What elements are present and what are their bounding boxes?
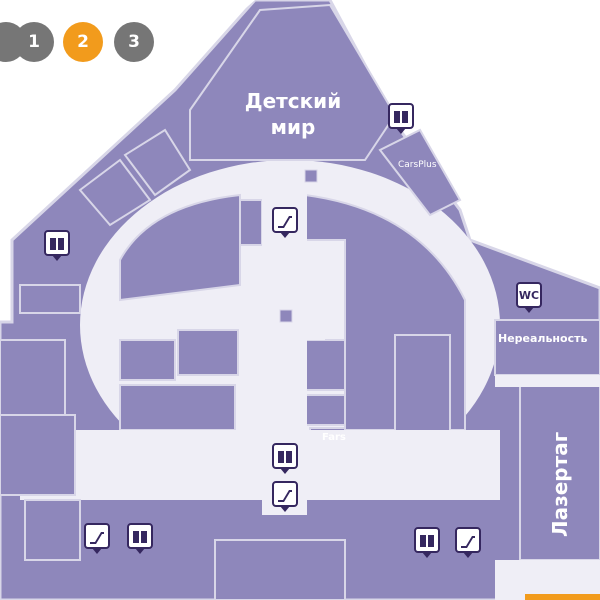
atrium-void [304, 169, 318, 183]
floor-3-button[interactable]: 3 [114, 22, 154, 62]
escalator-icon[interactable] [84, 523, 110, 554]
store-label-carsplus[interactable]: CarsPlus [398, 160, 437, 170]
east-wing-nerealnost [494, 319, 600, 376]
elevator-icon[interactable] [414, 527, 440, 558]
store-label-lazertag[interactable]: Лазертаг [548, 431, 572, 537]
escalator-icon[interactable] [272, 481, 298, 512]
south-corridor [20, 430, 500, 500]
store-label-line: Детский [244, 89, 342, 113]
store-label-fars[interactable]: Fars [322, 432, 346, 443]
atrium-void [279, 309, 293, 323]
store-label-line: мир [270, 115, 316, 139]
escalator-icon[interactable] [455, 527, 481, 558]
store-label-nerealnost[interactable]: Нереальность [498, 332, 588, 345]
east-wing-lazertag [519, 384, 600, 561]
floor-2-button[interactable]: 2 [63, 22, 103, 62]
northwest-shops [78, 128, 192, 227]
detsky-mir-block [189, 3, 397, 161]
west-wing [0, 339, 66, 416]
wc-icon[interactable]: WC [516, 282, 542, 313]
store-label-detsky-mir[interactable]: Детский мир [228, 88, 358, 140]
elevator-icon[interactable] [44, 230, 70, 261]
elevator-icon[interactable] [127, 523, 153, 554]
carsplus-block [378, 128, 462, 217]
wc-label: WC [518, 288, 540, 302]
elevator-icon[interactable] [272, 443, 298, 474]
east-corridor [495, 375, 600, 387]
outside-area [60, 0, 255, 170]
west-wing [19, 284, 81, 314]
floor-1-button[interactable]: 1 [14, 22, 54, 62]
bottom-accent-bar [525, 594, 600, 600]
south-wing [214, 539, 346, 600]
south-wing [24, 499, 81, 561]
east-corridor [495, 560, 600, 600]
elevator-icon[interactable] [388, 103, 414, 134]
escalator-icon[interactable] [272, 207, 298, 238]
west-wing [0, 414, 76, 496]
